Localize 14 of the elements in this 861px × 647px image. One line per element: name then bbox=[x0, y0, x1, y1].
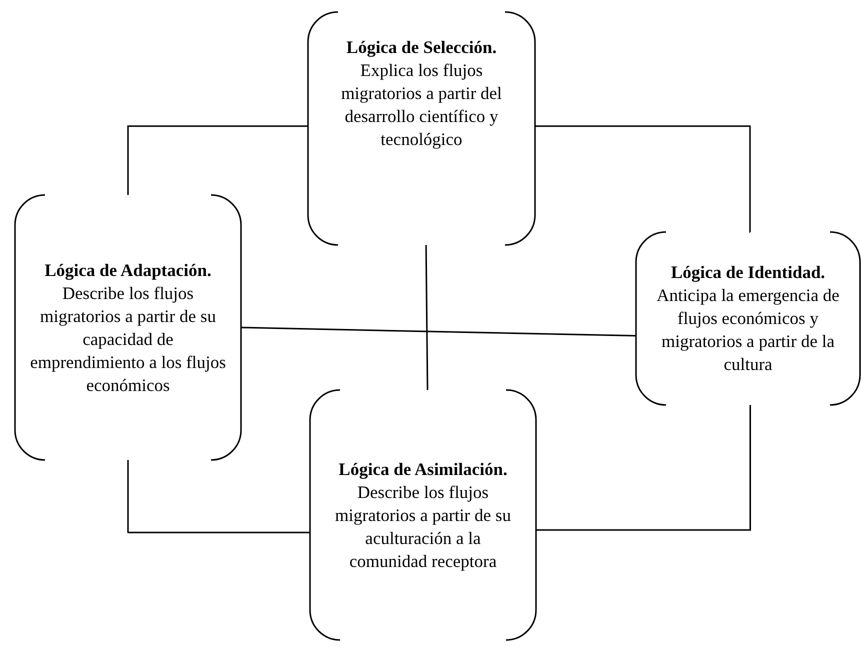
bracket-box bbox=[310, 390, 536, 640]
connector-line bbox=[535, 125, 751, 233]
bracket-box bbox=[308, 12, 535, 245]
box-text: Lógica de Identidad. Anticipa la emergencia de flujos económicos y migratorios a partir de la cultura bbox=[656, 261, 840, 376]
box-text: Lógica de Adaptación. Describe los flujos migratorios a partir de su capacidad de emprendimiento a los flujos económicos bbox=[29, 258, 227, 396]
box-text: Lógica de Asimilación. Describe los flujos migratorios a partir de su aculturación a la comunidad receptora bbox=[334, 458, 512, 572]
connector-line bbox=[240, 326, 636, 337]
box-text: Lógica de Selección. Explica los flujos migratorios a partir del desarrollo científico y tecnológico bbox=[340, 36, 503, 151]
bracket-box bbox=[15, 195, 241, 460]
bracket-box bbox=[636, 232, 860, 405]
connector-line bbox=[536, 405, 751, 531]
connector-line bbox=[127, 125, 308, 196]
connector-line bbox=[425, 245, 428, 390]
connector-line bbox=[127, 460, 310, 534]
